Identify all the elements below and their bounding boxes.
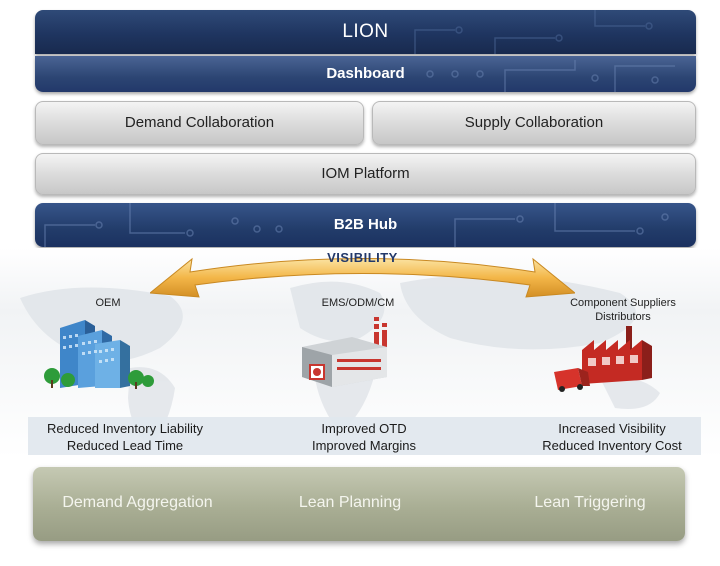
lean-triggering-label[interactable]: Lean Triggering bbox=[534, 494, 646, 511]
b2b-hub-label: B2B Hub bbox=[333, 216, 398, 233]
supplier-factory-icon bbox=[554, 326, 652, 392]
iom-platform-bar[interactable]: IOM Platform bbox=[35, 153, 696, 195]
circuit-pattern bbox=[44, 203, 669, 247]
oem-label: OEM bbox=[95, 297, 121, 309]
ems-factory-icon bbox=[302, 317, 387, 387]
ems-benefits: Improved OTD Improved Margins bbox=[264, 420, 464, 454]
benefit-line: Reduced Lead Time bbox=[66, 438, 184, 453]
distributors-label: Distributors bbox=[595, 311, 651, 323]
lean-process-bar bbox=[33, 467, 685, 541]
supply-collaboration-bar[interactable]: Supply Collaboration bbox=[372, 101, 696, 145]
benefit-line: Improved OTD bbox=[321, 421, 407, 436]
dashboard-label: Dashboard bbox=[326, 65, 405, 82]
benefits-band bbox=[28, 417, 701, 455]
lean-planning-label[interactable]: Lean Planning bbox=[298, 494, 402, 511]
ems-label: EMS/ODM/CM bbox=[321, 297, 395, 309]
dashboard-bar[interactable]: Dashboard bbox=[35, 56, 696, 92]
b2b-hub-bar[interactable]: B2B Hub bbox=[35, 203, 696, 247]
oem-benefits: Reduced Inventory Liability Reduced Lead… bbox=[25, 420, 225, 454]
benefit-line: Reduced Inventory Cost bbox=[542, 438, 682, 453]
circuit-pattern bbox=[414, 10, 653, 54]
demand-aggregation-label[interactable]: Demand Aggregation bbox=[62, 494, 213, 511]
benefit-line: Reduced Inventory Liability bbox=[46, 421, 204, 436]
lion-title: LION bbox=[342, 21, 389, 42]
demand-collaboration-bar[interactable]: Demand Collaboration bbox=[35, 101, 364, 145]
lion-title-bar: LION bbox=[35, 10, 696, 54]
circuit-pattern bbox=[426, 60, 675, 92]
visibility-arrow bbox=[150, 257, 575, 298]
office-buildings-icon bbox=[44, 320, 154, 389]
visibility-label: VISIBILITY bbox=[327, 250, 398, 265]
supplier-benefits: Increased Visibility Reduced Inventory C… bbox=[512, 420, 712, 454]
suppliers-label: Component Suppliers bbox=[570, 297, 676, 309]
benefit-line: Increased Visibility bbox=[558, 421, 666, 436]
benefit-line: Improved Margins bbox=[311, 438, 417, 453]
